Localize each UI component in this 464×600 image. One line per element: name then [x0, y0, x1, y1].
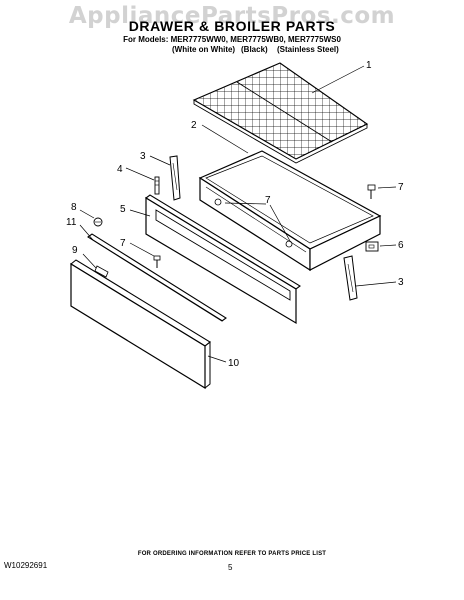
- watermark: AppliancePartsPros.com: [68, 3, 396, 29]
- leader-lines: [79, 65, 397, 363]
- stud-screw: [154, 176, 160, 195]
- outer-drawer-panel: [70, 259, 211, 390]
- callout-9: 9: [72, 245, 78, 256]
- callout-7-left: 7: [120, 238, 126, 249]
- page-title: DRAWER & BROILER PARTS: [128, 18, 336, 34]
- models-line: For Models: MER7775WW0, MER7775WB0, MER7…: [123, 35, 341, 44]
- callout-10: 10: [228, 358, 240, 369]
- badge: [94, 265, 109, 278]
- callout-6: 6: [398, 240, 404, 251]
- broiler-rack: [192, 62, 369, 164]
- ordering-note: FOR ORDERING INFORMATION REFER TO PARTS …: [137, 551, 327, 557]
- drawer-front-panel: [145, 194, 301, 325]
- callout-3-lower: 3: [398, 277, 404, 288]
- document-number: W10292691: [4, 561, 48, 570]
- callout-8: 8: [71, 202, 77, 213]
- variant-black: (Black): [241, 45, 268, 54]
- callout-7-right: 7: [398, 182, 404, 193]
- clip: [365, 241, 379, 252]
- callout-numbers: 1 2 3 4 5 7 7 7 8 11 9 6 3 10: [66, 60, 404, 369]
- drawer-slide: [169, 155, 358, 301]
- panel-screw: [93, 217, 103, 227]
- callout-1: 1: [366, 60, 372, 71]
- callout-11: 11: [66, 217, 77, 228]
- callout-3: 3: [140, 151, 146, 162]
- variant-white: (White on White): [172, 45, 236, 54]
- variant-stainless: (Stainless Steel): [277, 45, 339, 54]
- callout-4: 4: [117, 164, 123, 175]
- callout-2: 2: [191, 120, 197, 131]
- callout-5: 5: [120, 204, 126, 215]
- drawer-pan: [198, 150, 382, 272]
- page-number: 5: [228, 563, 233, 572]
- trim-strip: [87, 233, 227, 322]
- callout-7-pan: 7: [265, 195, 271, 206]
- screw: [153, 184, 376, 268]
